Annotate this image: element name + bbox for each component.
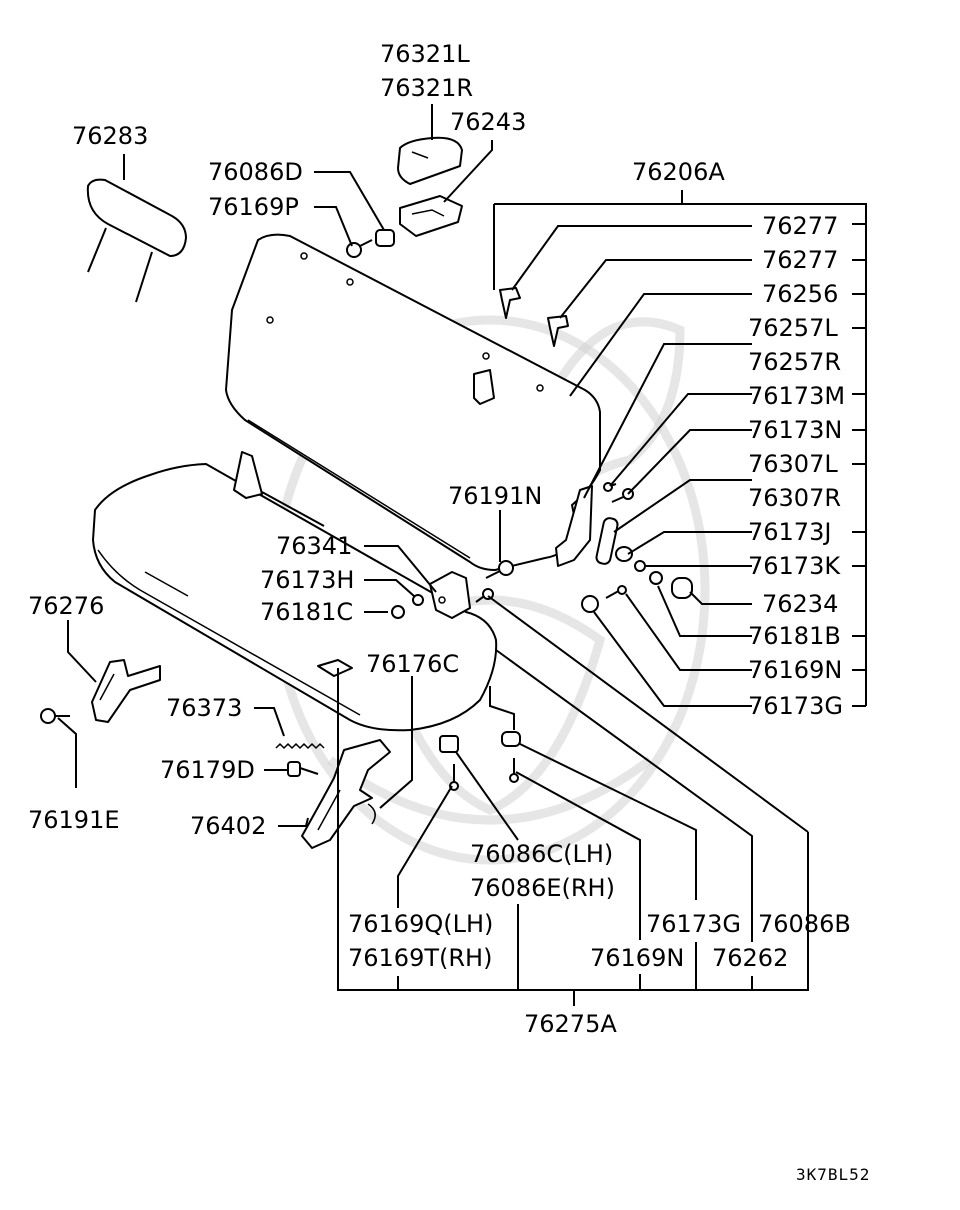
label-76191E: 76191E: [28, 806, 120, 834]
hinge-76341: [429, 571, 471, 619]
label-76307L: 76307L: [748, 450, 838, 478]
label-76086C: 76086C(LH): [470, 840, 613, 868]
label-76257R: 76257R: [748, 348, 841, 376]
label-76275A: 76275A: [524, 1010, 617, 1038]
label-76256: 76256: [762, 280, 838, 308]
label-76341: 76341: [276, 532, 352, 560]
label-76169Q: 76169Q(LH): [348, 910, 493, 938]
plate-76256: [473, 369, 495, 405]
label-76181B: 76181B: [748, 622, 841, 650]
bolt-76191E: [40, 708, 70, 724]
label-76262: 76262: [712, 944, 788, 972]
clip-76277-upper: [499, 287, 521, 319]
bracket-76243: [399, 195, 463, 237]
label-76307R: 76307R: [748, 484, 841, 512]
label-76276: 76276: [28, 592, 104, 620]
label-76321L: 76321L: [380, 40, 470, 68]
label-76173M: 76173M: [748, 382, 845, 410]
label-76169P: 76169P: [208, 193, 299, 221]
label-76176C: 76176C: [366, 650, 459, 678]
label-76086D: 76086D: [208, 158, 303, 186]
label-76169N-bottom: 76169N: [590, 944, 684, 972]
screw-76169N-bottom: [509, 758, 519, 783]
seat-cushion: [92, 463, 498, 732]
label-76169N-right: 76169N: [748, 656, 842, 684]
washer-76173H: [412, 594, 424, 606]
bolt-76191N: [485, 560, 514, 579]
headrest: [86, 178, 187, 303]
label-76169T: 76169T(RH): [348, 944, 492, 972]
label-76257L: 76257L: [748, 314, 838, 342]
label-76277-lower: 76277: [762, 246, 838, 274]
lever-76402: [301, 739, 391, 849]
label-76173H: 76173H: [260, 566, 354, 594]
spring-76373: [275, 742, 325, 750]
screw-76169Q: [449, 764, 459, 791]
bracket-76341: [233, 451, 263, 499]
diagram-code: 3K7BL52: [796, 1165, 870, 1184]
clip-76277-lower: [547, 315, 569, 347]
label-76173G-right: 76173G: [748, 692, 843, 720]
hinge-bracket-76276: [91, 659, 161, 723]
bolt-76169P: [346, 239, 373, 258]
trim-cover-76321: [397, 136, 463, 185]
washer-76173G-bottom: [501, 731, 521, 747]
hinge-76257: [555, 485, 593, 567]
label-76086B: 76086B: [758, 910, 851, 938]
nut-76181C: [391, 605, 405, 619]
label-76181C: 76181C: [260, 598, 353, 626]
leader-lines: [57, 104, 867, 1006]
label-76243: 76243: [450, 108, 526, 136]
label-76173G-bottom: 76173G: [646, 910, 741, 938]
hardware-cluster-right: [581, 482, 693, 613]
plate-76176C: [317, 659, 353, 677]
pin-76179D: [287, 761, 319, 777]
label-76179D: 76179D: [160, 756, 255, 784]
bushing-76086C: [439, 735, 459, 753]
label-76283: 76283: [72, 122, 148, 150]
label-76173K: 76173K: [748, 552, 841, 580]
label-76206A: 76206A: [632, 158, 725, 186]
label-76321R: 76321R: [380, 74, 473, 102]
label-76402: 76402: [190, 812, 266, 840]
label-76173N: 76173N: [748, 416, 842, 444]
label-76173J: 76173J: [748, 518, 831, 546]
part-labels: 76321L 76321R 76243 76283 76086D 76169P …: [28, 40, 870, 1184]
label-76086E: 76086E(RH): [470, 874, 615, 902]
label-76191N: 76191N: [448, 482, 542, 510]
label-76373: 76373: [166, 694, 242, 722]
label-76277-upper: 76277: [762, 212, 838, 240]
bushing-76086D: [375, 229, 395, 247]
bolt-center: [475, 588, 494, 603]
label-76234: 76234: [762, 590, 838, 618]
